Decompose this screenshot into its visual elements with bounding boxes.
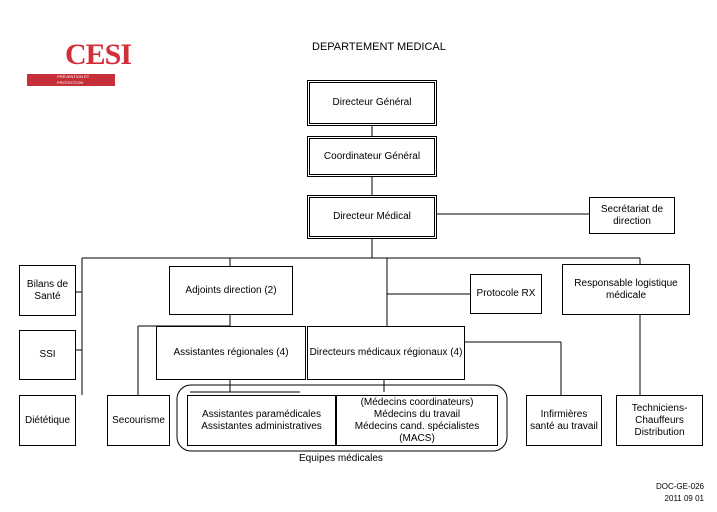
doc-code: DOC-GE-026 (655, 482, 704, 491)
box-label: Responsable logistique médicale (574, 277, 678, 301)
logo-tagline: PRÉVENTION ET PROTECTION (27, 74, 115, 86)
box-directeurs-regionaux: Directeurs médicaux régionaux (4) (307, 326, 465, 380)
box-responsable-logistique: Responsable logistique médicale (562, 264, 690, 315)
box-label: SSI (39, 349, 56, 360)
box-directeur-general: Directeur Général (307, 80, 437, 126)
page-title: DEPARTEMENT MEDICAL (312, 41, 446, 53)
box-label: Coordinateur Général (323, 150, 421, 162)
box-directeur-medical: Directeur Médical (307, 195, 437, 239)
box-label: Techniciens- Chauffeurs Distribution (631, 402, 688, 438)
box-label: (Médecins coordinateurs) Médecins du tra… (354, 396, 480, 444)
box-assistantes-regionales: Assistantes régionales (4) (156, 326, 306, 380)
box-label: Assistantes paramédicales Assistantes ad… (201, 408, 322, 432)
box-dietetique: Diététique (19, 395, 76, 446)
box-label: Secrétariat de direction (600, 203, 664, 227)
box-medecins-equipe: (Médecins coordinateurs) Médecins du tra… (336, 395, 498, 446)
box-label: Bilans de Santé (26, 278, 69, 302)
box-bilans-sante: Bilans de Santé (19, 265, 76, 316)
box-secourisme: Secourisme (107, 395, 170, 446)
box-protocole-rx: Protocole RX (470, 274, 542, 314)
box-ssi: SSI (19, 330, 76, 380)
cesi-logo: CESI PRÉVENTION ET PROTECTION (27, 38, 132, 86)
box-adjoints-direction: Adjoints direction (2) (169, 266, 293, 315)
box-secretariat: Secrétariat de direction (589, 197, 675, 234)
box-coordinateur-general: Coordinateur Général (307, 136, 437, 177)
box-label: Protocole RX (476, 288, 536, 299)
doc-date: 2011 09 01 (664, 494, 704, 503)
box-label: Directeur Médical (333, 211, 411, 222)
box-assistantes-equipe: Assistantes paramédicales Assistantes ad… (187, 395, 336, 446)
box-infirmieres: Infirmières santé au travail (526, 395, 602, 446)
box-label: Adjoints direction (2) (185, 284, 277, 296)
group-label-equipes: Equipes médicales (299, 453, 383, 464)
box-label: Directeurs médicaux régionaux (4) (309, 347, 463, 358)
box-label: Assistantes régionales (4) (173, 347, 289, 358)
box-techniciens: Techniciens- Chauffeurs Distribution (616, 395, 703, 446)
box-label: Directeur Général (332, 97, 412, 108)
box-label: Infirmières santé au travail (530, 408, 598, 432)
box-label: Diététique (24, 414, 71, 426)
logo-mark: CESI (65, 38, 132, 71)
box-label: Secourisme (112, 414, 165, 426)
